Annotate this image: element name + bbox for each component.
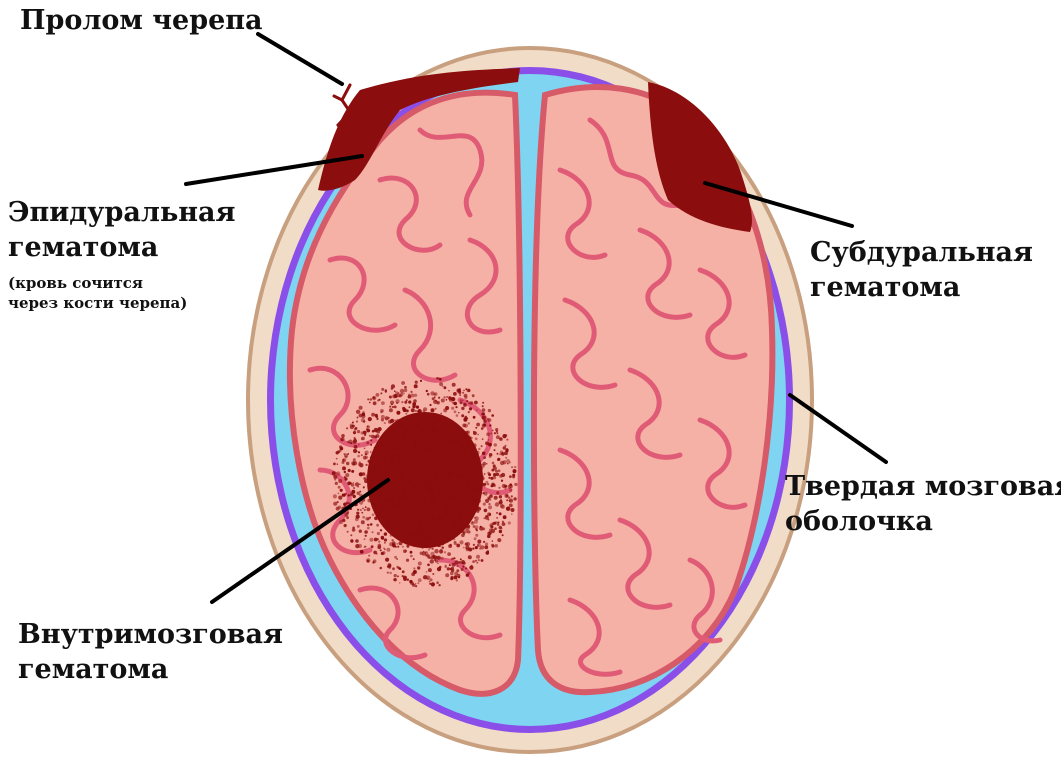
label-epidural-note-line2: через кости черепа) — [8, 293, 187, 313]
label-skull-fracture: Пролом черепа — [20, 4, 263, 39]
label-epidural-note: (кровь сочится через кости черепа) — [8, 273, 187, 314]
label-epidural-line2: гематома — [8, 231, 235, 266]
label-intracerebral-line2: гематома — [18, 653, 283, 688]
label-subdural-line1: Субдуральная — [810, 236, 1033, 271]
label-dura-line2: оболочка — [785, 505, 1061, 540]
label-intracerebral-line1: Внутримозговая — [18, 618, 283, 653]
label-epidural: Эпидуральная гематома — [8, 196, 235, 265]
label-skull-fracture-text: Пролом черепа — [20, 5, 263, 36]
label-subdural-line2: гематома — [810, 271, 1033, 306]
label-intracerebral: Внутримозговая гематома — [18, 618, 283, 687]
label-epidural-note-line1: (кровь сочится — [8, 273, 187, 293]
label-epidural-line1: Эпидуральная — [8, 196, 235, 231]
leader-skull-fracture — [258, 34, 342, 84]
label-subdural: Субдуральная гематома — [810, 236, 1033, 305]
label-dura-line1: Твердая мозговая — [785, 470, 1061, 505]
label-dura: Твердая мозговая оболочка — [785, 470, 1061, 539]
